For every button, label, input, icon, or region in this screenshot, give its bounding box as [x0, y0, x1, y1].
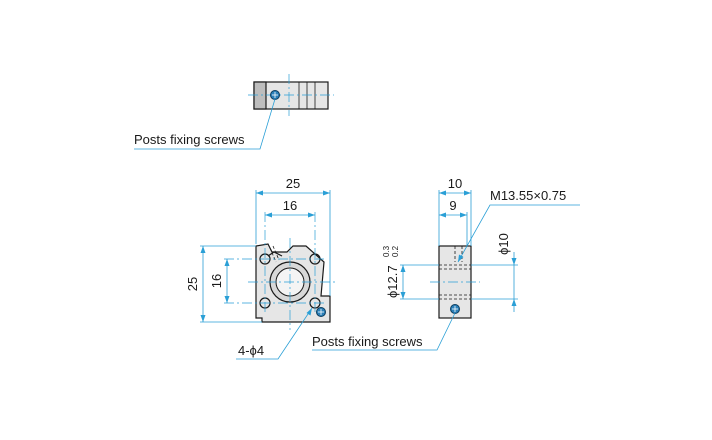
front-height-value: 25	[185, 277, 200, 291]
bottom-screws-leader	[312, 312, 456, 351]
front-width-value: 25	[286, 176, 300, 191]
hidden-line	[272, 245, 280, 261]
holes-label: 4-ϕ4	[238, 343, 264, 358]
bore-dia-group: ϕ12.7 0.3 0.2	[382, 245, 400, 298]
top-view-end-face	[253, 81, 267, 110]
hidden-line	[269, 247, 277, 263]
front-inner-width-value: 16	[283, 198, 297, 213]
thread-leader	[457, 204, 580, 263]
side-view: 10 9 M13.55×0.75 ϕ12.7 0.3 0.2 ϕ10 Posts	[312, 176, 580, 351]
front-inner-height-value: 16	[209, 274, 224, 288]
top-view: Posts fixing screws	[134, 74, 334, 150]
top-screws-label: Posts fixing screws	[134, 132, 245, 147]
bore-tol-lower: 0.2	[391, 245, 400, 257]
bore-tol-upper: 0.3	[382, 245, 391, 257]
side-inner-width-value: 9	[449, 198, 456, 213]
side-width-value: 10	[448, 176, 462, 191]
outer-dia-value: ϕ10	[496, 233, 511, 255]
bore-dia-value: ϕ12.7	[385, 265, 400, 298]
thread-label: M13.55×0.75	[490, 188, 566, 203]
top-screws-leader	[134, 98, 276, 150]
front-view: 25 16 25 16 4-ϕ4	[185, 176, 336, 360]
clamp-slot	[267, 251, 283, 257]
holes-leader	[236, 307, 313, 360]
bottom-screws-label: Posts fixing screws	[312, 334, 423, 349]
